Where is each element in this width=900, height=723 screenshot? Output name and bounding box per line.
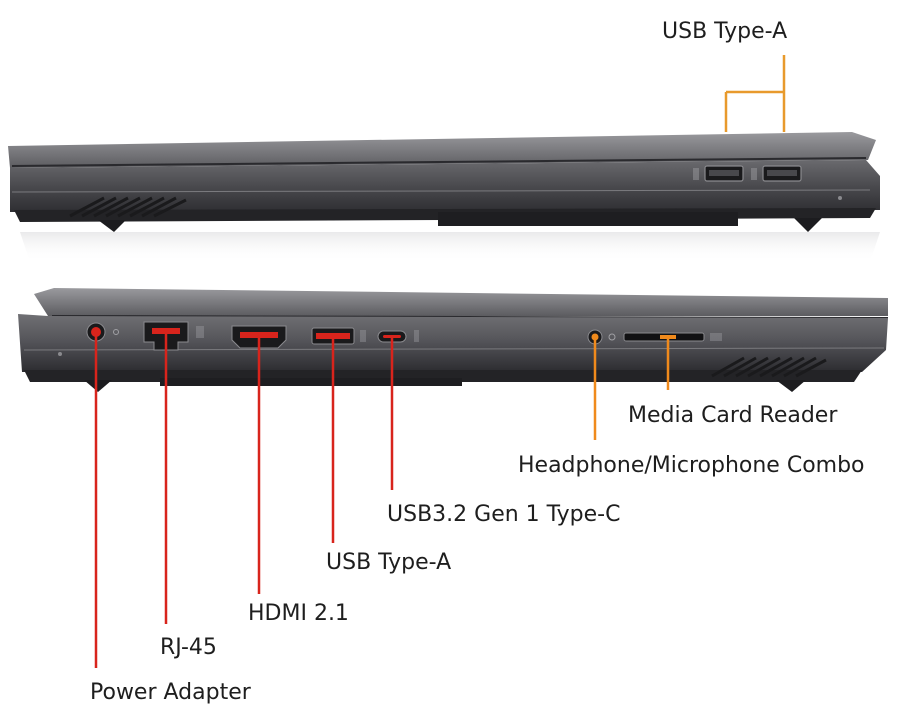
top-body-line [11,189,871,193]
bottom-indicator-dot [58,352,62,356]
top-body [10,160,880,212]
label-usb-c: USB3.2 Gen 1 Type-C [387,502,621,527]
top-usb-a-ports [693,165,802,182]
laptop-left-side [18,288,889,392]
usb-c-port [377,330,419,343]
bottom-foot-right [776,380,806,392]
bottom-foot-left [84,380,112,392]
label-hdmi: HDMI 2.1 [248,601,349,626]
label-rj45: RJ-45 [160,635,217,660]
label-usb-a-left: USB Type-A [326,550,452,575]
callout-lines [94,332,670,668]
bottom-lid [34,288,888,316]
top-foot-right [794,218,822,232]
media-card-slot [623,332,722,342]
top-step [438,212,738,226]
top-reflection [20,232,880,262]
label-usb-a-right: USB Type-A [662,19,788,44]
top-foot-left [98,220,126,232]
top-indicator-dot [838,196,842,200]
callout-usb-a-right [724,55,786,132]
bottom-step [160,378,462,386]
top-vent [69,196,187,218]
bottom-vent [711,356,827,378]
label-power-adapter: Power Adapter [90,680,251,705]
top-lid-seam [11,157,867,167]
label-headphone-combo: Headphone/Microphone Combo [518,453,865,478]
label-media-card-reader: Media Card Reader [628,403,838,428]
headphone-jack [587,329,616,345]
laptop-right-side [8,132,880,262]
bottom-lid-seam [51,315,889,319]
